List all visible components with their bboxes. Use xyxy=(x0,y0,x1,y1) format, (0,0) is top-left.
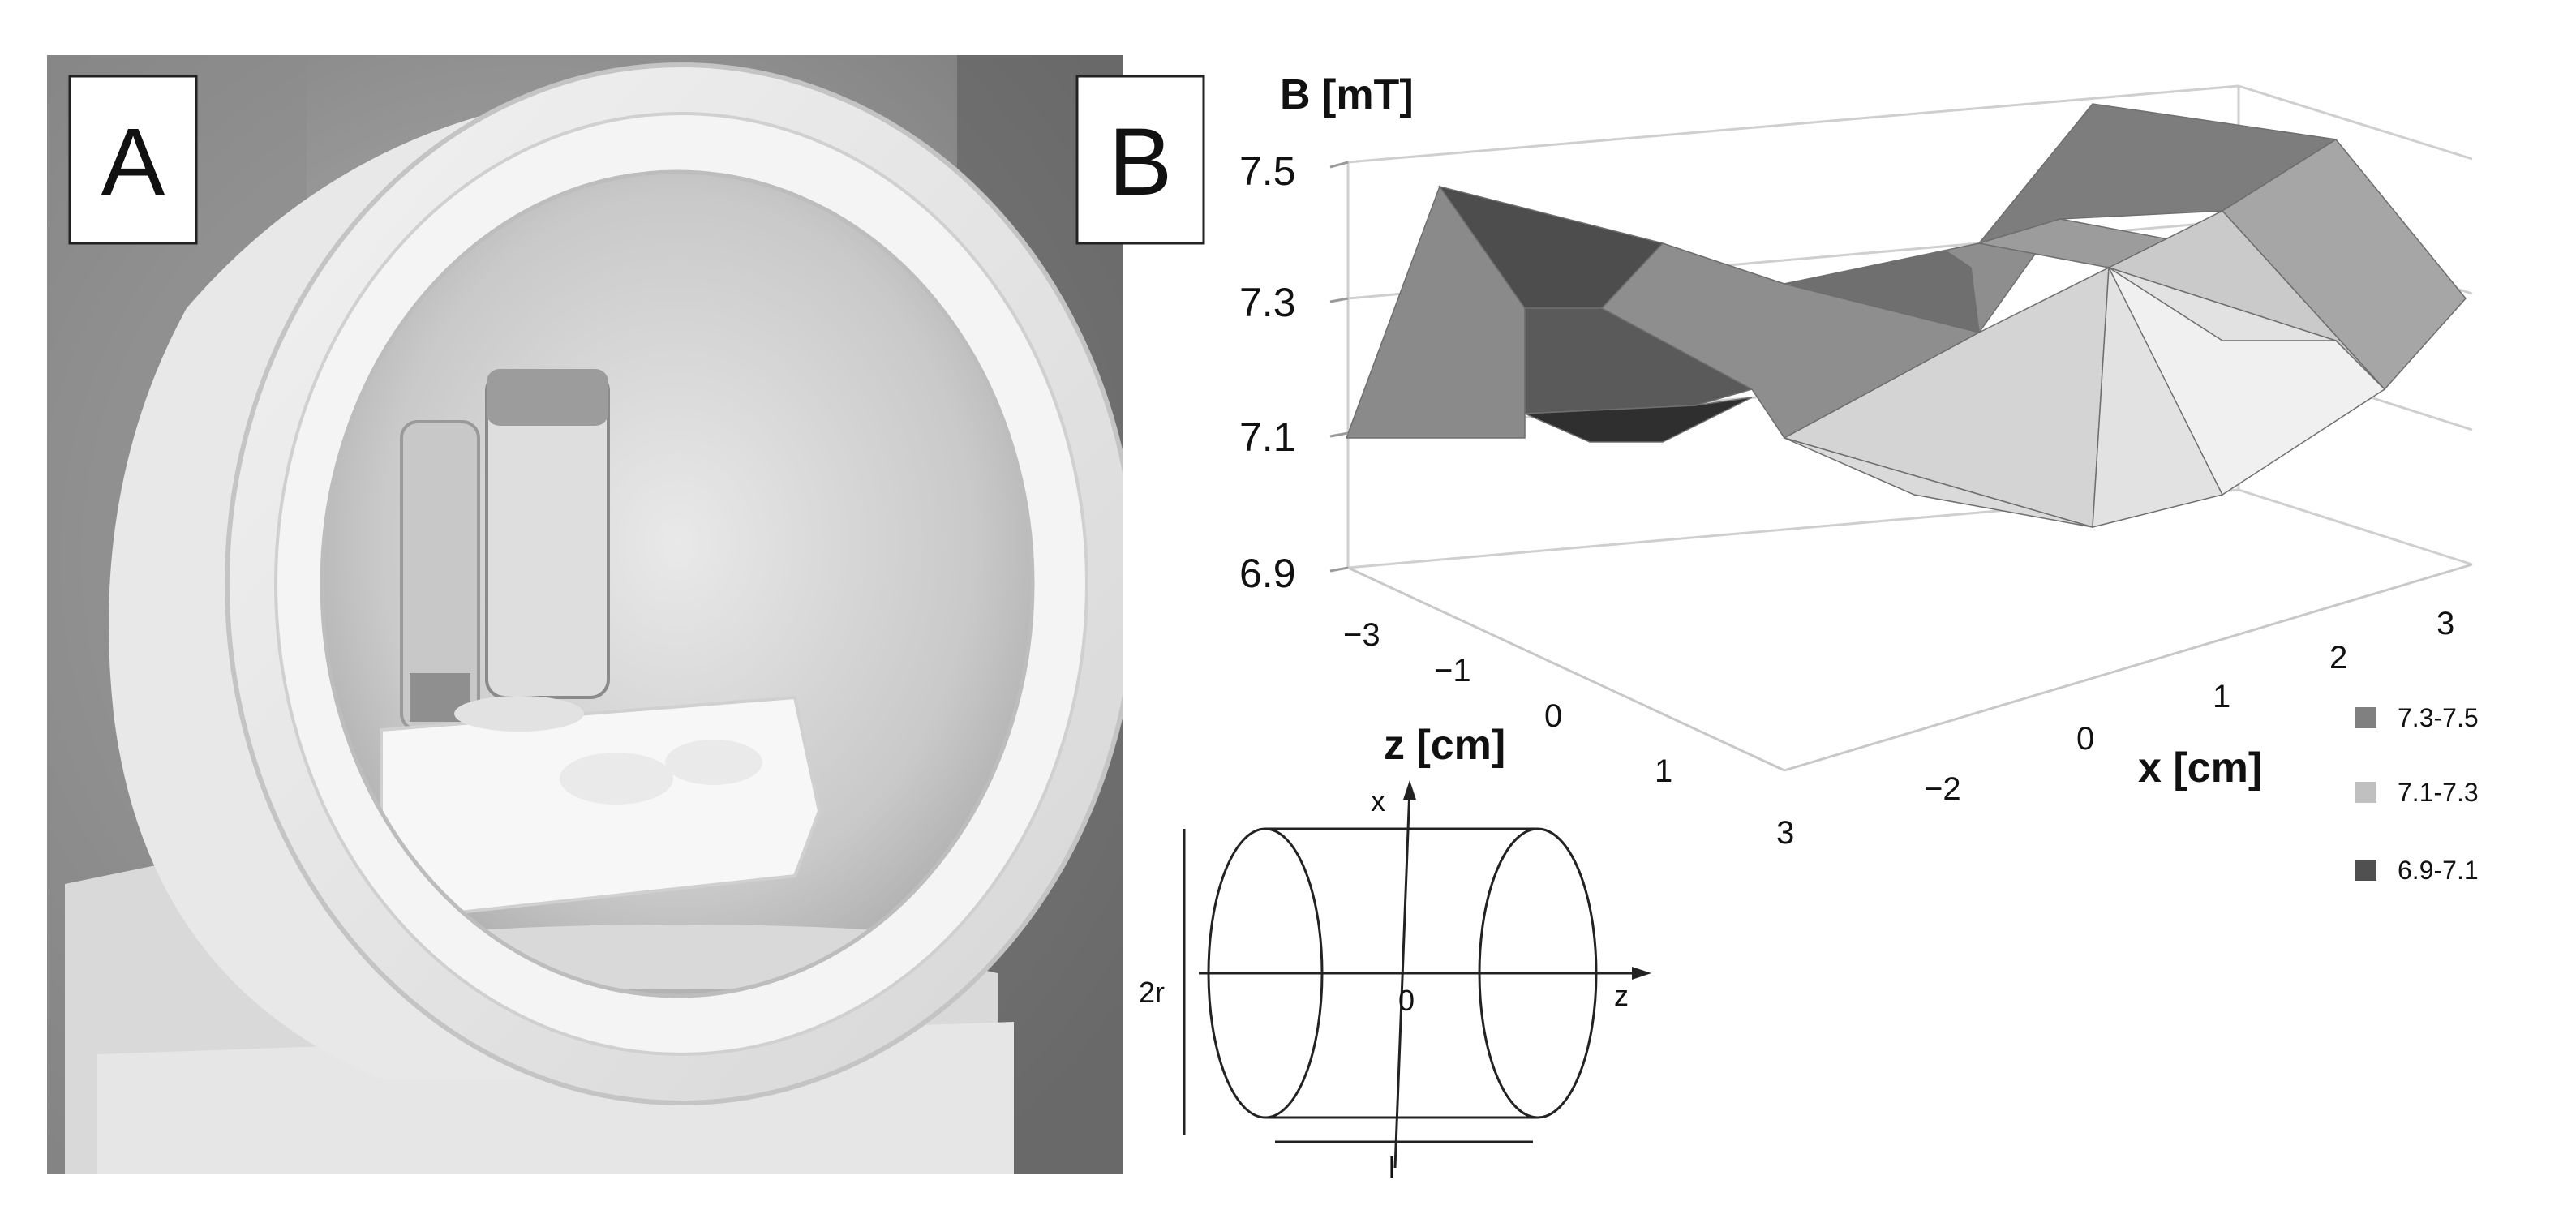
z-tick: −3 xyxy=(1343,617,1380,653)
diagram-origin-label: 0 xyxy=(1398,984,1415,1017)
legend-swatch xyxy=(2355,782,2376,803)
panel-a-label: A xyxy=(68,75,198,245)
b-axis-title: B [mT] xyxy=(1280,71,1414,118)
panel-b-label: B xyxy=(1075,75,1205,245)
z-tick: 3 xyxy=(1776,815,1794,851)
diagram-x-label: x xyxy=(1371,784,1385,817)
x-tick: 2 xyxy=(2329,640,2347,676)
diagram-length-label: l xyxy=(1389,1151,1395,1184)
b-tick: 7.1 xyxy=(1239,414,1296,460)
legend-label: 7.1-7.3 xyxy=(2398,778,2479,807)
legend-swatch xyxy=(2355,860,2376,881)
svg-text:B: B xyxy=(1109,109,1173,216)
svg-text:A: A xyxy=(101,109,165,216)
x-axis-line xyxy=(1393,787,1411,1169)
surface-chart: B [mT] 7.5 7.3 7.1 6.9 −3 −1 0 1 3 z [cm… xyxy=(1239,71,2479,885)
z-axis-title: z [cm] xyxy=(1384,722,1505,769)
x-tick: −2 xyxy=(1924,771,1961,807)
cylinder-diagram xyxy=(1183,780,1651,1169)
chart-floor xyxy=(1347,563,2473,772)
z-tick: 0 xyxy=(1544,698,1562,734)
legend-label: 6.9-7.1 xyxy=(2398,856,2479,885)
b-tick: 7.3 xyxy=(1239,280,1296,325)
legend-swatch xyxy=(2355,707,2376,728)
diagram-diameter-label: 2r xyxy=(1139,976,1165,1009)
surface-facets xyxy=(1345,103,2467,528)
diagram-z-label: z xyxy=(1614,979,1629,1012)
z-tick: −1 xyxy=(1434,653,1471,689)
x-tick: 3 xyxy=(2436,606,2454,641)
axis-tick-marks xyxy=(1329,161,1349,573)
x-tick: 0 xyxy=(2076,721,2094,757)
facet xyxy=(1784,437,2093,528)
magnet-photo xyxy=(47,55,1123,1174)
x-tick: 1 xyxy=(2213,679,2230,714)
facet xyxy=(1524,307,1754,414)
b-tick: 6.9 xyxy=(1239,551,1296,596)
chart-legend: 7.3-7.5 7.1-7.3 6.9-7.1 xyxy=(2355,703,2479,885)
facet xyxy=(2107,265,2386,496)
legend-label: 7.3-7.5 xyxy=(2398,703,2479,732)
z-tick: 1 xyxy=(1655,753,1672,789)
facet xyxy=(1784,251,1980,333)
facet xyxy=(1524,397,1753,443)
x-axis-title: x [cm] xyxy=(2138,744,2262,792)
b-tick: 7.5 xyxy=(1239,148,1296,194)
